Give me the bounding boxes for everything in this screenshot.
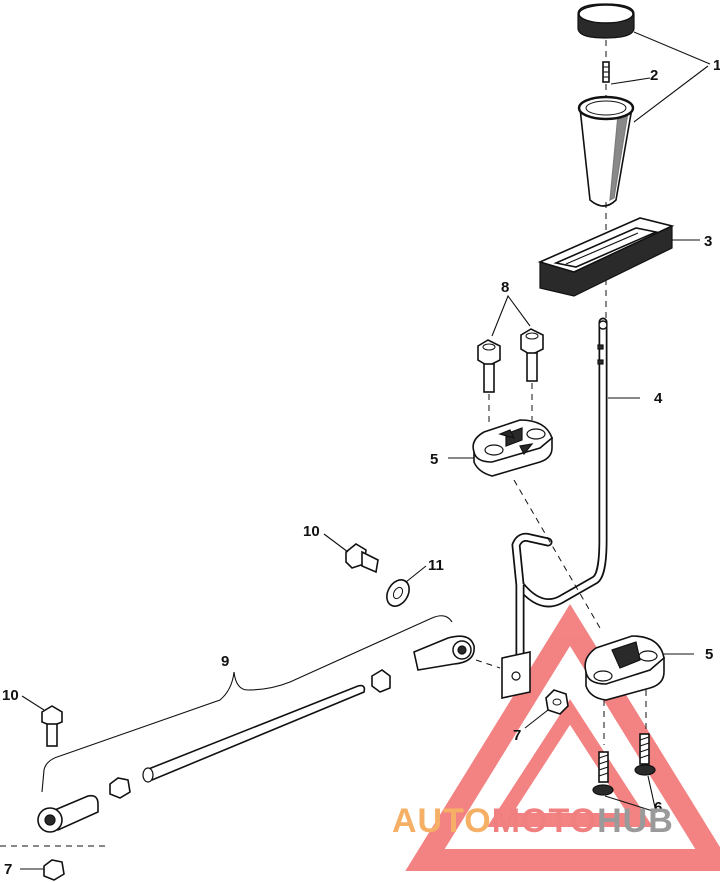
pivot-block-lower: [584, 635, 665, 701]
leader-9: [41, 615, 453, 793]
callout-5-lower: 5: [705, 646, 713, 663]
shift-knob-cap: [577, 3, 635, 39]
bolt-10-upper: [345, 543, 379, 574]
shift-boot: [537, 217, 675, 297]
callout-10-lower: 10: [2, 687, 19, 704]
callout-10-upper: 10: [303, 523, 320, 540]
bolt-lower-left: [592, 751, 614, 796]
centerline-bolts: [488, 383, 533, 425]
callout-11: 11: [428, 557, 444, 574]
watermark-text: AUTOMOTOHUB: [392, 802, 674, 840]
bolt-left: [477, 339, 501, 393]
hex-nut-rod-left: [109, 777, 131, 799]
leader-1: [633, 31, 711, 123]
callout-6: 6: [654, 799, 662, 816]
nut-lower: [43, 859, 65, 881]
callout-9: 9: [221, 653, 229, 670]
leader-8: [491, 294, 531, 337]
screw: [602, 61, 610, 83]
callout-8: 8: [501, 279, 509, 296]
callout-4: 4: [654, 390, 663, 407]
pivot-block-upper: [472, 419, 553, 477]
link-rod-end-right: [413, 635, 475, 671]
leader-6: [604, 775, 657, 813]
leader-10-upper: [323, 533, 349, 553]
link-rod-end-left: [37, 794, 99, 833]
washer: [386, 579, 410, 607]
threaded-rod: [142, 684, 366, 783]
shift-handle: [577, 95, 635, 207]
bolt-lower-right: [634, 733, 656, 776]
callout-7-upper: 7: [513, 727, 521, 744]
shift-lever: [501, 317, 608, 699]
watermark-moto: MOTO: [492, 802, 597, 840]
centerline-lower-bolts: [603, 690, 647, 745]
callout-5-upper: 5: [430, 451, 438, 468]
callout-3: 3: [704, 233, 712, 250]
leader-11: [405, 565, 427, 583]
callout-7-lower: 7: [4, 861, 12, 878]
watermark-auto: AUTO: [392, 802, 492, 840]
leader-7-upper: [524, 709, 549, 729]
hex-nut-rod-right: [371, 669, 391, 693]
nut-upper: [545, 689, 569, 715]
bolt-10-lower: [41, 705, 63, 747]
watermark-hub: HUB: [597, 802, 674, 840]
bolt-right: [520, 328, 544, 382]
centerline-rod-end: [475, 659, 501, 669]
leader-2: [610, 77, 651, 85]
callout-1: 1: [713, 57, 720, 74]
leader-10-lower: [21, 695, 45, 711]
callout-2: 2: [650, 67, 658, 84]
